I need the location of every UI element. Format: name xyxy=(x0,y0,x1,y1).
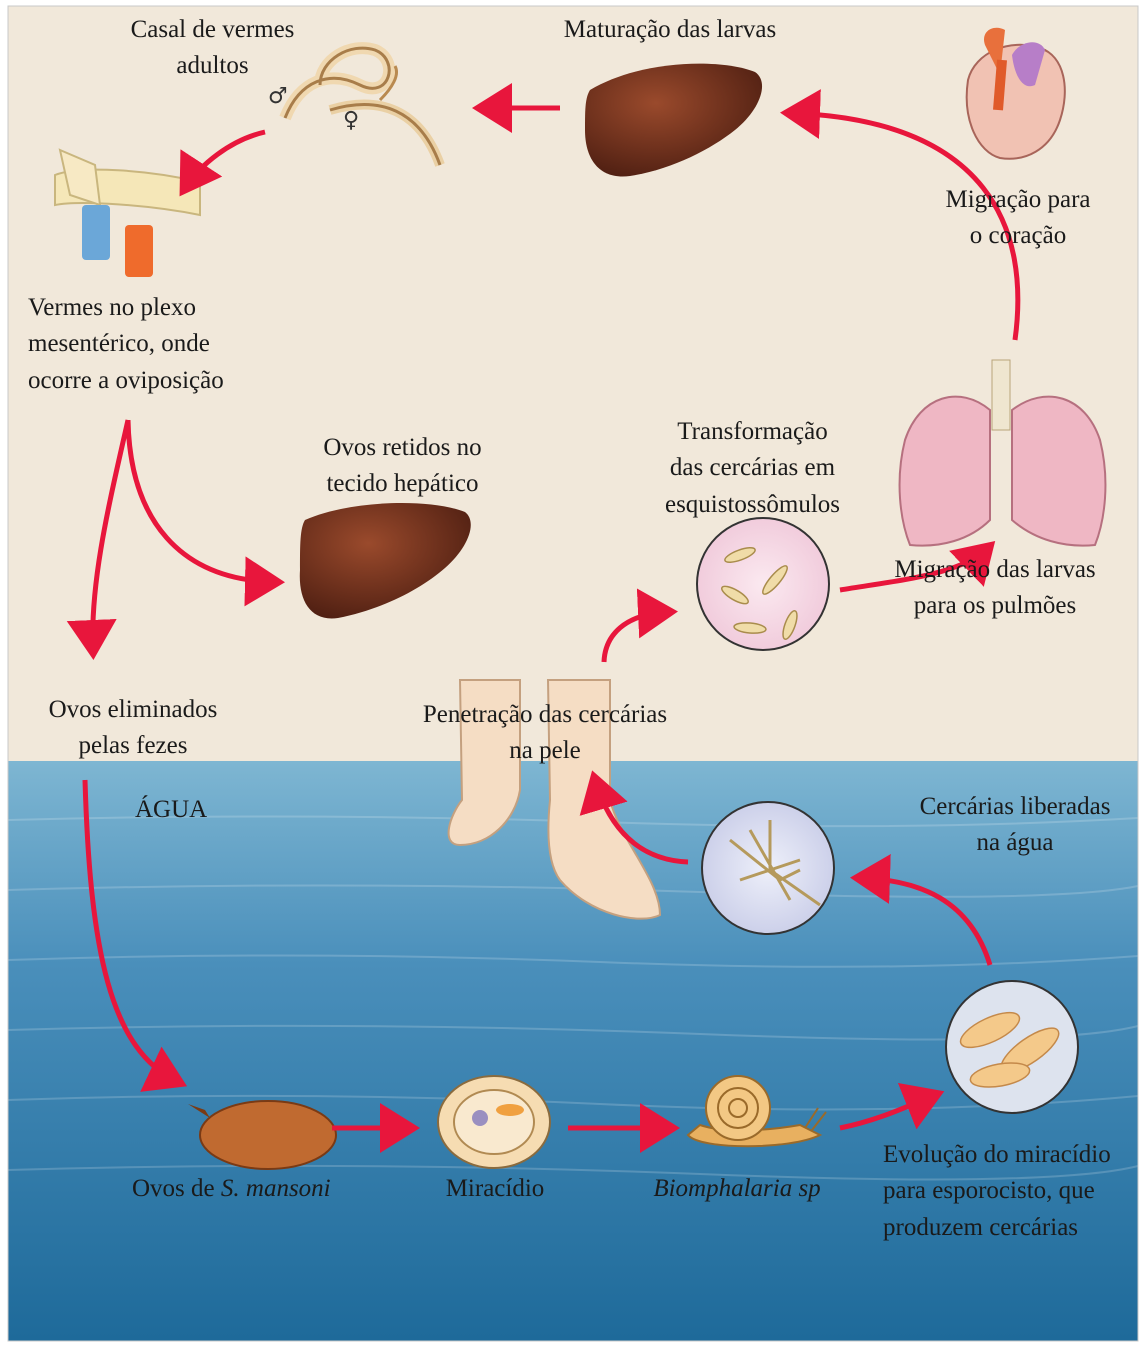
transformation-label: Transformação das cercárias em esquistos… xyxy=(630,414,875,523)
sporocyst-label: Evolução do miracídio para esporocisto, … xyxy=(883,1137,1145,1246)
snail-name: Biomphalaria sp xyxy=(653,1175,820,1202)
miracidium-icon xyxy=(438,1076,550,1168)
penetration-label: Penetração das cercárias na pele xyxy=(380,697,710,770)
retained-eggs-label: Ovos retidos no tecido hepático xyxy=(290,430,515,503)
schistosomula-circle-icon xyxy=(697,518,829,650)
eggs-species-label: Ovos de S. mansoni xyxy=(132,1171,392,1207)
maturation-label: Maturação das larvas xyxy=(525,12,815,48)
worm-couple-label: Casal de vermes adultos xyxy=(100,12,325,85)
cercariae-circle-icon xyxy=(702,802,834,934)
lung-migration-label: Migração das larvas para os pulmões xyxy=(865,552,1125,625)
eggs-prefix: Ovos de xyxy=(132,1175,221,1202)
heart-migration-label: Migração para o coração xyxy=(918,182,1118,255)
snail-label: Biomphalaria sp xyxy=(622,1171,852,1207)
sporocyst-circle-icon xyxy=(946,981,1078,1113)
eggs-species-name: S. mansoni xyxy=(221,1175,331,1202)
water-label: ÁGUA xyxy=(135,792,255,828)
eggs-feces-label: Ovos eliminados pelas fezes xyxy=(18,692,248,765)
female-symbol: ♀ xyxy=(343,108,359,133)
male-symbol: ♂ xyxy=(268,84,288,109)
miracidium-label: Miracídio xyxy=(415,1171,575,1207)
cercariae-released-label: Cercárias liberadas na água xyxy=(885,789,1145,862)
plexus-label: Vermes no plexo mesentérico, onde ocorre… xyxy=(28,290,298,399)
